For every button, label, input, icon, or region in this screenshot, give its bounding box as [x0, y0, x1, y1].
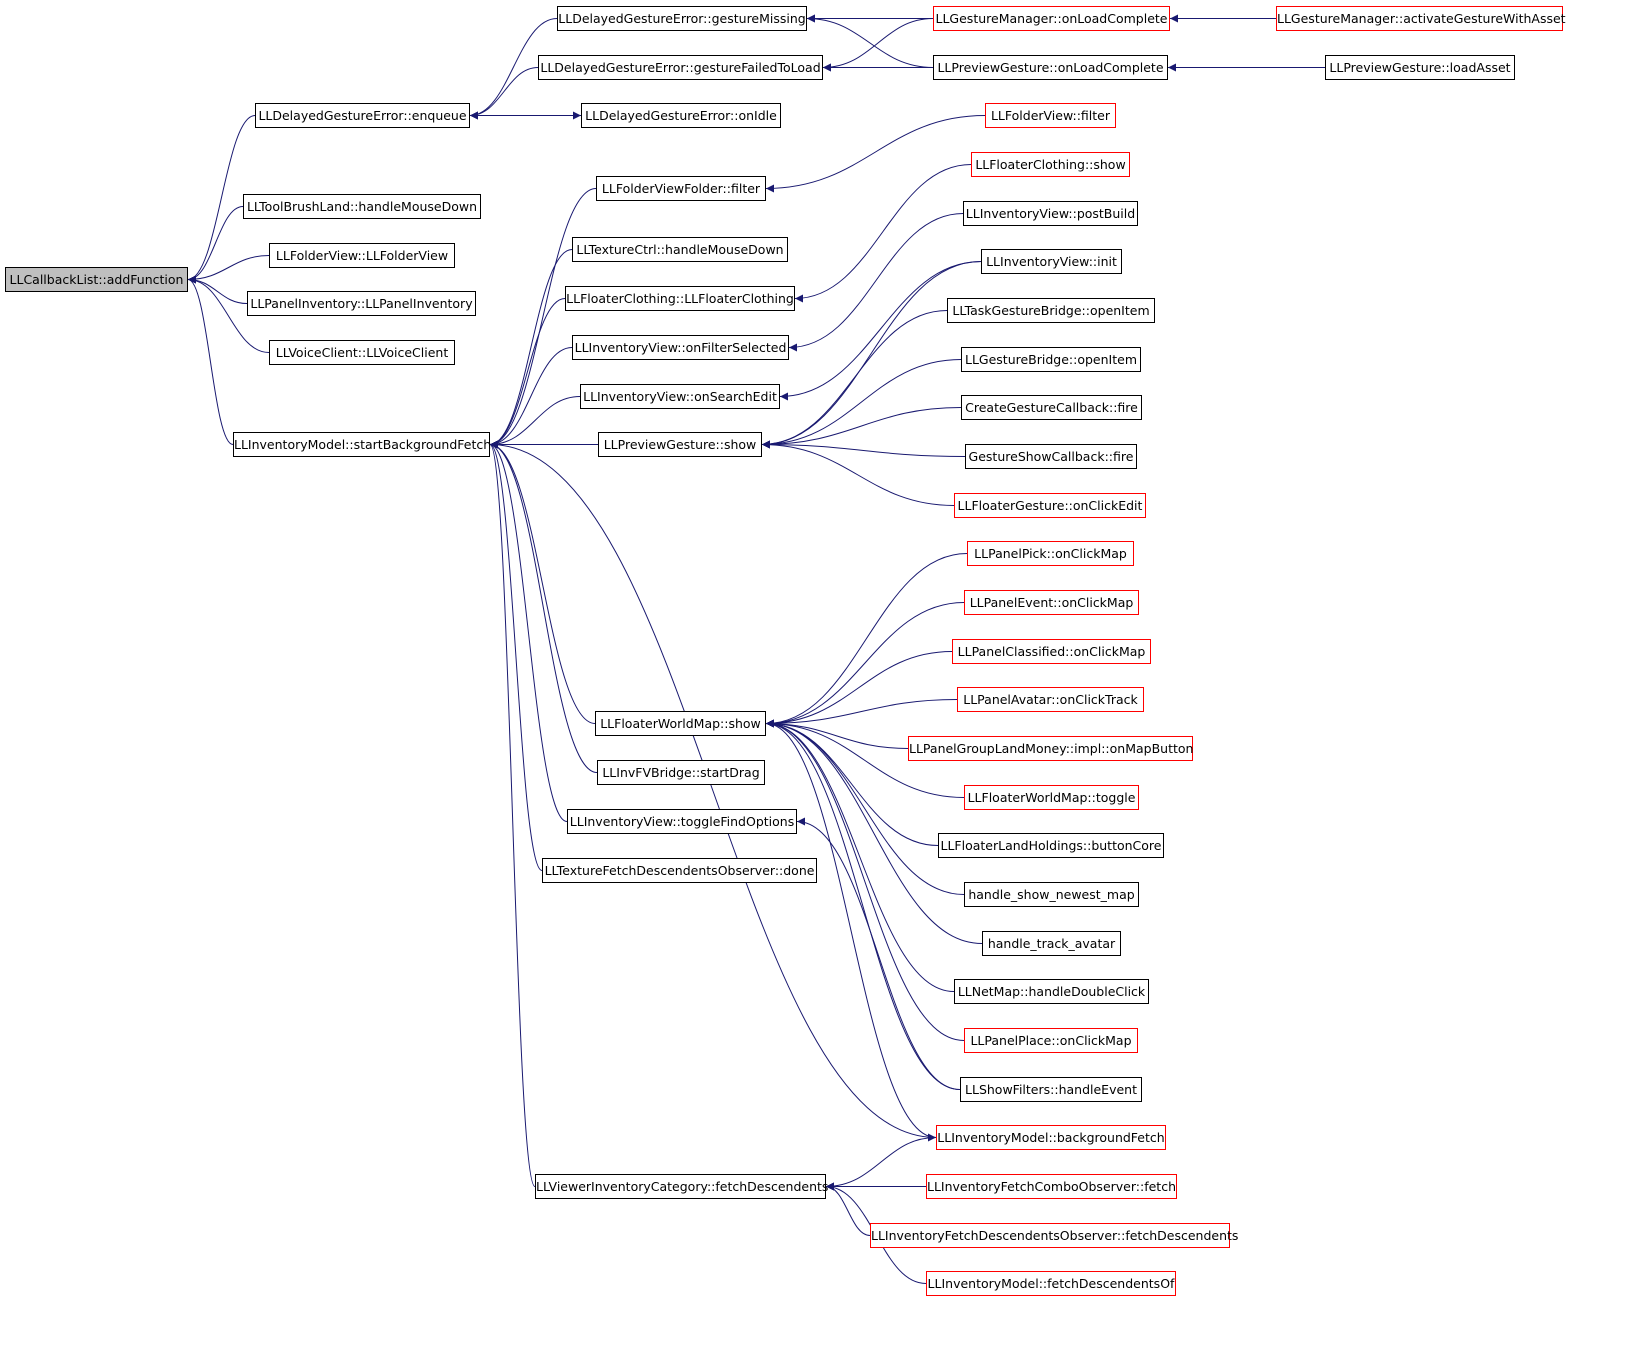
- node-llgesturebridge-openitem[interactable]: LLGestureBridge::openItem: [961, 347, 1141, 372]
- node-llpanelplace-onclickmap[interactable]: LLPanelPlace::onClickMap: [964, 1028, 1138, 1053]
- edge-n33-to-n6: [489, 440, 596, 724]
- node-llgesturemanager-activategesturewithasset[interactable]: LLGestureManager::activateGestureWithAss…: [1276, 6, 1566, 31]
- node-creategesturecallback-fire[interactable]: CreateGestureCallback::fire: [961, 395, 1142, 420]
- node-llpanelclassified-onclickmap[interactable]: LLPanelClassified::onClickMap: [952, 639, 1151, 664]
- edge-n17-to-n6: [489, 249, 573, 449]
- edge-n33-to-n45: [765, 723, 937, 1142]
- node-lltexturectrl-handlemousedown[interactable]: LLTextureCtrl::handleMouseDown: [572, 237, 788, 262]
- edge-n22-to-n6: [489, 347, 573, 449]
- edge-n18-to-n22: [788, 213, 964, 352]
- edge-n42-to-n33: [765, 719, 955, 992]
- edge-n28-to-n26: [761, 440, 955, 506]
- edge-n1-to-n0: [187, 115, 256, 284]
- edge-n37-to-n6: [489, 440, 568, 822]
- node-llinventorymodel-fetchdescendentsof[interactable]: LLInventoryModel::fetchDescendentsOf: [926, 1271, 1176, 1296]
- edge-n10-to-n8: [822, 18, 934, 72]
- node-llfolderview-filter[interactable]: LLFolderView::filter: [985, 103, 1116, 128]
- node-llviewerinventorycategory-fetchdescendents[interactable]: LLViewerInventoryCategory::fetchDescende…: [535, 1174, 828, 1199]
- edge-n20-to-n24: [779, 261, 982, 401]
- node-lldelayedgestureerror-gesturemissing[interactable]: LLDelayedGestureError::gestureMissing: [557, 6, 807, 31]
- node-llpreviewgesture-show[interactable]: LLPreviewGesture::show: [598, 432, 762, 457]
- node-llinventorymodel-startbackgroundfetch[interactable]: LLInventoryModel::startBackgroundFetch: [233, 432, 491, 457]
- node-llpanelavatar-onclicktrack[interactable]: LLPanelAvatar::onClickTrack: [957, 687, 1144, 712]
- node-llinventorymodel-backgroundfetch[interactable]: LLInventoryModel::backgroundFetch: [936, 1125, 1166, 1150]
- node-llfloaterclothing-show[interactable]: LLFloaterClothing::show: [971, 152, 1130, 177]
- node-llinventoryview-togglefindoptions[interactable]: LLInventoryView::toggleFindOptions: [567, 809, 797, 834]
- node-lltaskgesturebridge-openitem[interactable]: LLTaskGestureBridge::openItem: [947, 298, 1155, 323]
- edge-n43-to-n33: [765, 719, 965, 1041]
- edge-n15-to-n6: [489, 188, 597, 449]
- edge-n44-to-n33: [765, 719, 961, 1090]
- node-llfolderview-llfolderview[interactable]: LLFolderView::LLFolderView: [269, 243, 455, 268]
- edge-n39-to-n6: [489, 440, 543, 871]
- node-llfloatergesture-onclickedit[interactable]: LLFloaterGesture::onClickEdit: [954, 493, 1146, 518]
- edge-n30-to-n33: [765, 602, 965, 728]
- edge-n46-to-n6: [489, 440, 536, 1187]
- node-llinventoryview-onfilterselected[interactable]: LLInventoryView::onFilterSelected: [572, 335, 789, 360]
- edge-n5-to-n0: [187, 275, 270, 353]
- node-llfloaterworldmap-toggle[interactable]: LLFloaterWorldMap::toggle: [964, 785, 1139, 810]
- node-llfloaterclothing-llfloaterclothing[interactable]: LLFloaterClothing::LLFloaterClothing: [565, 286, 795, 311]
- edge-n23-to-n26: [761, 359, 962, 449]
- node-llfloaterworldmap-show[interactable]: LLFloaterWorldMap::show: [595, 711, 766, 736]
- node-llpanelinventory-llpanelinventory[interactable]: LLPanelInventory::LLPanelInventory: [247, 291, 476, 316]
- edge-n19-to-n6: [489, 298, 566, 449]
- node-llfloaterlandholdings-buttoncore[interactable]: LLFloaterLandHoldings::buttonCore: [938, 833, 1164, 858]
- edge-n3-to-n0: [187, 255, 270, 284]
- node-llinventoryfetchdescendentsobserver-fetchdescendents[interactable]: LLInventoryFetchDescendentsObserver::fet…: [870, 1223, 1238, 1248]
- edge-n25-to-n26: [761, 407, 962, 449]
- node-llinventoryview-postbuild[interactable]: LLInventoryView::postBuild: [963, 201, 1138, 226]
- node-llinventoryfetchcomboobserver-fetch[interactable]: LLInventoryFetchComboObserver::fetch: [926, 1174, 1177, 1199]
- node-llinventoryview-init[interactable]: LLInventoryView::init: [981, 249, 1122, 274]
- node-llpreviewgesture-onloadcomplete[interactable]: LLPreviewGesture::onLoadComplete: [933, 55, 1168, 80]
- edge-n27-to-n26: [761, 440, 966, 457]
- node-llpanelgrouplandmoney-impl-onmapbutton[interactable]: LLPanelGroupLandMoney::impl::onMapButton: [908, 736, 1193, 761]
- node-lltexturefetchdescendentsobserver-done[interactable]: LLTextureFetchDescendentsObserver::done: [542, 858, 817, 883]
- node-llfolderviewfolder-filter[interactable]: LLFolderViewFolder::filter: [596, 176, 766, 201]
- node-llnetmap-handledoubleclick[interactable]: LLNetMap::handleDoubleClick: [954, 979, 1149, 1004]
- node-llpanelevent-onclickmap[interactable]: LLPanelEvent::onClickMap: [964, 590, 1139, 615]
- edge-n24-to-n6: [489, 396, 581, 449]
- node-llvoiceclient-llvoiceclient[interactable]: LLVoiceClient::LLVoiceClient: [269, 340, 455, 365]
- edge-n45-to-n6: [489, 440, 937, 1138]
- edge-n7-to-n1: [469, 18, 558, 120]
- edge-n32-to-n33: [765, 699, 958, 728]
- edge-n31-to-n33: [765, 651, 953, 728]
- node-gestureshowcallback-fire[interactable]: GestureShowCallback::fire: [965, 444, 1137, 469]
- edge-n14-to-n15: [765, 115, 986, 193]
- edge-n12-to-n7: [806, 14, 934, 68]
- node-llpanelpick-onclickmap[interactable]: LLPanelPick::onClickMap: [967, 541, 1134, 566]
- node-llinvfvbridge-startdrag[interactable]: LLInvFVBridge::startDrag: [597, 760, 765, 785]
- edge-n41-to-n33: [765, 719, 983, 944]
- edge-n45-to-n46: [825, 1137, 937, 1191]
- node-lldelayedgestureerror-enqueue[interactable]: LLDelayedGestureError::enqueue: [255, 103, 470, 128]
- node-lldelayedgestureerror-gesturefailedtoload[interactable]: LLDelayedGestureError::gestureFailedToLo…: [538, 55, 823, 80]
- node-llpreviewgesture-loadasset[interactable]: LLPreviewGesture::loadAsset: [1325, 55, 1515, 80]
- node-llgesturemanager-onloadcomplete[interactable]: LLGestureManager::onLoadComplete: [933, 6, 1170, 31]
- edge-n36-to-n33: [765, 719, 965, 798]
- edge-n2-to-n0: [187, 206, 244, 284]
- node-llcallbacklist-addfunction[interactable]: LLCallbackList::addFunction: [5, 267, 188, 292]
- edge-n8-to-n1: [469, 67, 539, 120]
- edge-n29-to-n33: [765, 553, 968, 728]
- edge-n21-to-n26: [761, 310, 948, 449]
- edge-n6-to-n0: [187, 275, 234, 445]
- node-llinventoryview-onsearchedit[interactable]: LLInventoryView::onSearchEdit: [580, 384, 780, 409]
- edge-n44-to-n37: [796, 817, 961, 1090]
- node-handle-track-avatar[interactable]: handle_track_avatar: [982, 931, 1121, 956]
- edge-n16-to-n19: [794, 164, 972, 303]
- node-lltoolbrushland-handlemousedown[interactable]: LLToolBrushLand::handleMouseDown: [243, 194, 481, 219]
- node-lldelayedgestureerror-onidle[interactable]: LLDelayedGestureError::onIdle: [581, 103, 781, 128]
- edge-n35-to-n6: [489, 440, 598, 773]
- node-llshowfilters-handleevent[interactable]: LLShowFilters::handleEvent: [960, 1077, 1142, 1102]
- edge-n48-to-n46: [825, 1182, 871, 1236]
- node-handle-show-newest-map[interactable]: handle_show_newest_map: [964, 882, 1139, 907]
